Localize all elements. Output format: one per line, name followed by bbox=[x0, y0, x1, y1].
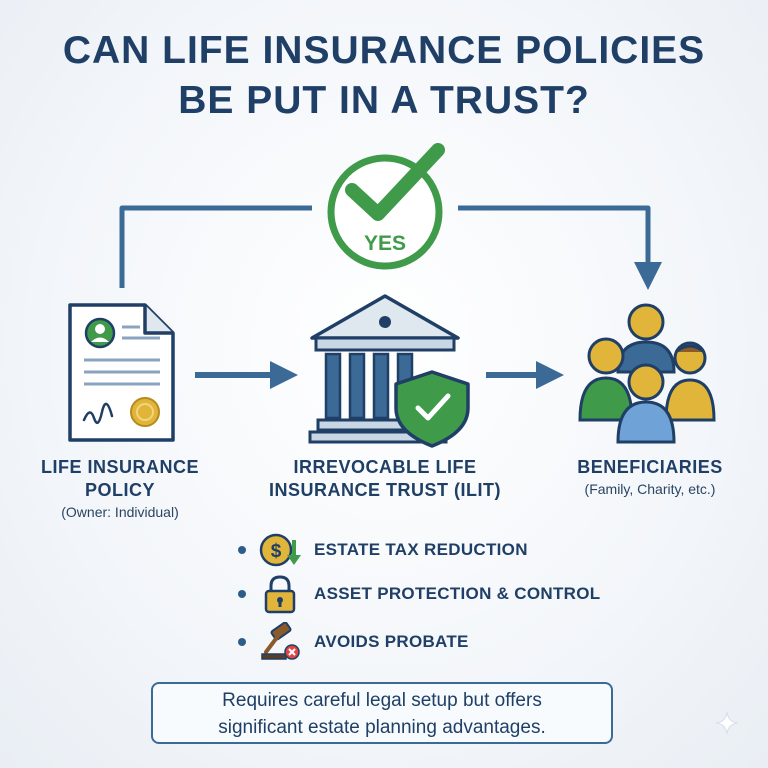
policy-title-1: LIFE INSURANCE bbox=[40, 457, 199, 477]
benefit-label: ASSET PROTECTION & CONTROL bbox=[314, 584, 601, 603]
down-arrow-head bbox=[634, 262, 662, 290]
padlock-icon bbox=[264, 575, 296, 614]
benefit-item: ASSET PROTECTION & CONTROL bbox=[238, 574, 658, 614]
benefit-item: $ ESTATE TAX REDUCTION bbox=[238, 530, 658, 570]
policy-label: LIFE INSURANCE POLICY (Owner: Individual… bbox=[20, 456, 220, 522]
arrow-policy-to-trust bbox=[195, 361, 298, 389]
benefit-label: AVOIDS PROBATE bbox=[314, 632, 469, 651]
title-line-1: CAN LIFE INSURANCE POLICIES bbox=[62, 29, 706, 72]
benefit-item: AVOIDS PROBATE bbox=[238, 622, 658, 662]
beneficiaries-label: BENEFICIARIES (Family, Charity, etc.) bbox=[550, 456, 750, 499]
note-line-1: Requires careful legal setup but offers bbox=[222, 690, 542, 711]
policy-title-2: POLICY bbox=[84, 480, 155, 500]
beneficiaries-subtitle: (Family, Charity, etc.) bbox=[584, 481, 716, 497]
svg-text:$: $ bbox=[271, 541, 282, 562]
note-line-2: significant estate planning advantages. bbox=[218, 717, 546, 738]
people-group-icon bbox=[578, 303, 716, 444]
page-title: CAN LIFE INSURANCE POLICIES BE PUT IN A … bbox=[0, 26, 768, 126]
policy-document-icon bbox=[68, 303, 175, 442]
bank-building-shield-icon bbox=[308, 294, 470, 448]
yes-connector bbox=[119, 205, 662, 290]
dollar-coin-arrow-icon: $ bbox=[259, 533, 301, 567]
yes-badge: YES bbox=[327, 143, 445, 270]
trust-label: IRREVOCABLE LIFE INSURANCE TRUST (ILIT) bbox=[240, 456, 530, 502]
policy-subtitle: (Owner: Individual) bbox=[61, 504, 179, 520]
bullet-dot bbox=[238, 590, 246, 598]
title-line-2: BE PUT IN A TRUST? bbox=[178, 79, 590, 122]
beneficiaries-title: BENEFICIARIES bbox=[577, 457, 723, 477]
gavel-icon bbox=[261, 622, 300, 660]
sparkle-icon bbox=[716, 712, 738, 734]
trust-title-1: IRREVOCABLE LIFE bbox=[293, 457, 477, 477]
benefit-label: ESTATE TAX REDUCTION bbox=[314, 540, 528, 559]
yes-label: YES bbox=[364, 232, 406, 255]
bullet-dot bbox=[238, 546, 246, 554]
arrow-trust-to-beneficiaries bbox=[486, 361, 564, 389]
checkmark-icon bbox=[345, 143, 445, 221]
bullet-dot bbox=[238, 638, 246, 646]
summary-note: Requires careful legal setup but offers … bbox=[151, 682, 613, 744]
trust-title-2: INSURANCE TRUST (ILIT) bbox=[269, 480, 501, 500]
